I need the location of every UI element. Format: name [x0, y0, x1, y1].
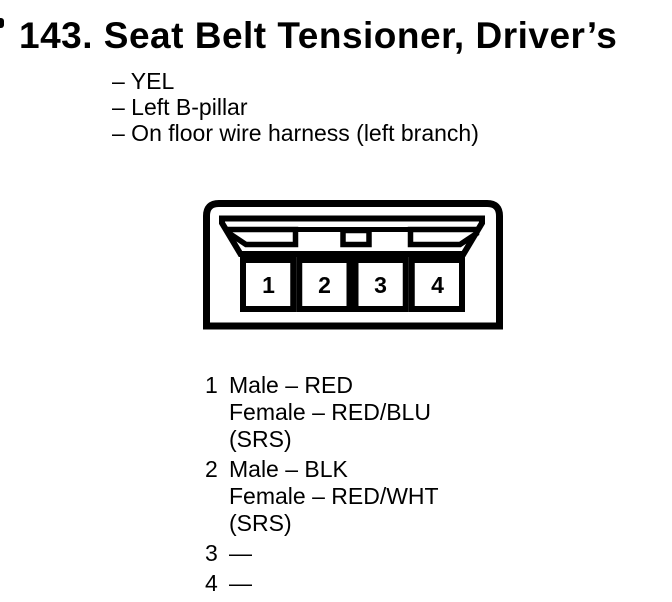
pin-legend: 1 Male – RED Female – RED/BLU (SRS) 2 Ma…: [205, 372, 439, 600]
pin-description-line: —: [229, 570, 252, 596]
detail-line-color: – YEL: [112, 68, 175, 94]
pin-description-line: Male – RED: [229, 372, 353, 398]
pin-description-line: Female – RED/WHT: [229, 483, 439, 509]
connector-diagram: 1 2 3 4: [200, 196, 510, 336]
connector-pin-number-1: 1: [262, 272, 275, 298]
pin-number: 4: [205, 570, 218, 596]
connector-slot-left: [226, 226, 299, 248]
pin-number: 2: [205, 456, 218, 482]
pin-number: 1: [205, 372, 218, 398]
connector-cavity-1: [240, 257, 297, 312]
detail-list: – YEL – Left B-pillar – On floor wire ha…: [112, 68, 479, 146]
pin-legend-entry-2: 2 Male – BLK Female – RED/WHT (SRS): [205, 456, 439, 537]
connector-slot-right: [407, 226, 480, 248]
pin-description: Male – RED Female – RED/BLU (SRS): [229, 372, 431, 453]
connector-lock-tab: [340, 227, 372, 248]
connector-cavity-2: [296, 257, 353, 312]
detail-line-harness: – On floor wire harness (left branch): [112, 120, 479, 146]
page-title: 143. Seat Belt Tensioner, Driver’s: [19, 15, 618, 56]
pin-description-line: (SRS): [229, 426, 292, 452]
pin-description-line: —: [229, 540, 252, 566]
pin-description-line: Male – BLK: [229, 456, 348, 482]
connector-pin-number-2: 2: [318, 272, 331, 298]
connector-cavity-3: [352, 257, 409, 312]
pin-description-line: (SRS): [229, 510, 292, 536]
connector-pin-number-4: 4: [431, 272, 444, 298]
pin-number: 3: [205, 540, 218, 566]
connector-cavity-4: [408, 257, 465, 312]
detail-line-location: – Left B-pillar: [112, 94, 248, 120]
scan-artifact: [0, 18, 4, 28]
pin-legend-entry-3: 3 —: [205, 540, 439, 567]
pin-description: Male – BLK Female – RED/WHT (SRS): [229, 456, 439, 537]
pin-description: —: [229, 570, 252, 597]
connector-drawing: [203, 200, 503, 330]
pin-description: —: [229, 540, 252, 567]
pin-legend-entry-1: 1 Male – RED Female – RED/BLU (SRS): [205, 372, 439, 453]
connector-pin-number-3: 3: [374, 272, 387, 298]
pin-description-line: Female – RED/BLU: [229, 399, 431, 425]
pin-legend-entry-4: 4 —: [205, 570, 439, 597]
